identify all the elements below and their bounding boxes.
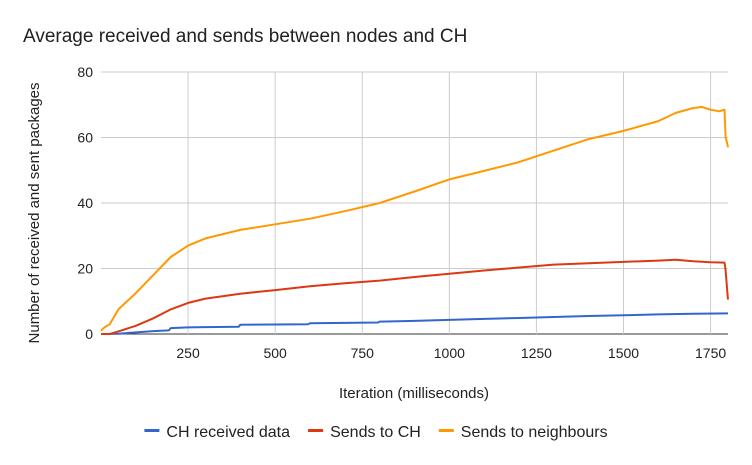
y-tick-label: 0 bbox=[85, 326, 93, 342]
x-axis-title: Iteration (milliseconds) bbox=[339, 385, 489, 402]
y-tick-label: 20 bbox=[77, 261, 93, 277]
x-tick-label: 1250 bbox=[521, 345, 552, 361]
x-tick-label: 1750 bbox=[695, 345, 726, 361]
series-line-0 bbox=[100, 312, 729, 335]
axis-ticks: 0 20 40 60 80 250 500 750 1000 1250 1500 1750 bbox=[77, 64, 726, 361]
grid bbox=[101, 71, 728, 335]
chart-title: Average received and sends between nodes… bbox=[23, 26, 467, 47]
y-tick-label: 40 bbox=[77, 195, 93, 211]
legend-swatch bbox=[308, 429, 324, 432]
legend-item-2: Sends to neighbours bbox=[438, 424, 608, 441]
series-line-2 bbox=[100, 106, 729, 332]
legend-swatch bbox=[438, 429, 454, 432]
series-lines bbox=[100, 106, 729, 335]
legend: CH received data Sends to CH Sends to neig… bbox=[144, 424, 608, 441]
x-tick-label: 1500 bbox=[608, 345, 639, 361]
y-tick-label: 60 bbox=[77, 130, 93, 146]
series-line-1 bbox=[101, 258, 729, 335]
x-tick-label: 750 bbox=[351, 345, 375, 361]
x-tick-label: 250 bbox=[176, 345, 200, 361]
x-tick-label: 500 bbox=[263, 345, 287, 361]
legend-label: CH received data bbox=[166, 424, 290, 441]
legend-item-1: Sends to CH bbox=[308, 424, 421, 441]
legend-item-0: CH received data bbox=[144, 424, 290, 441]
legend-swatch bbox=[144, 429, 160, 432]
y-axis-title: Number of received and sent packages bbox=[26, 83, 43, 344]
legend-label: Sends to neighbours bbox=[461, 424, 608, 441]
x-tick-label: 1000 bbox=[434, 345, 465, 361]
legend-label: Sends to CH bbox=[330, 424, 421, 441]
y-tick-label: 80 bbox=[77, 64, 93, 80]
